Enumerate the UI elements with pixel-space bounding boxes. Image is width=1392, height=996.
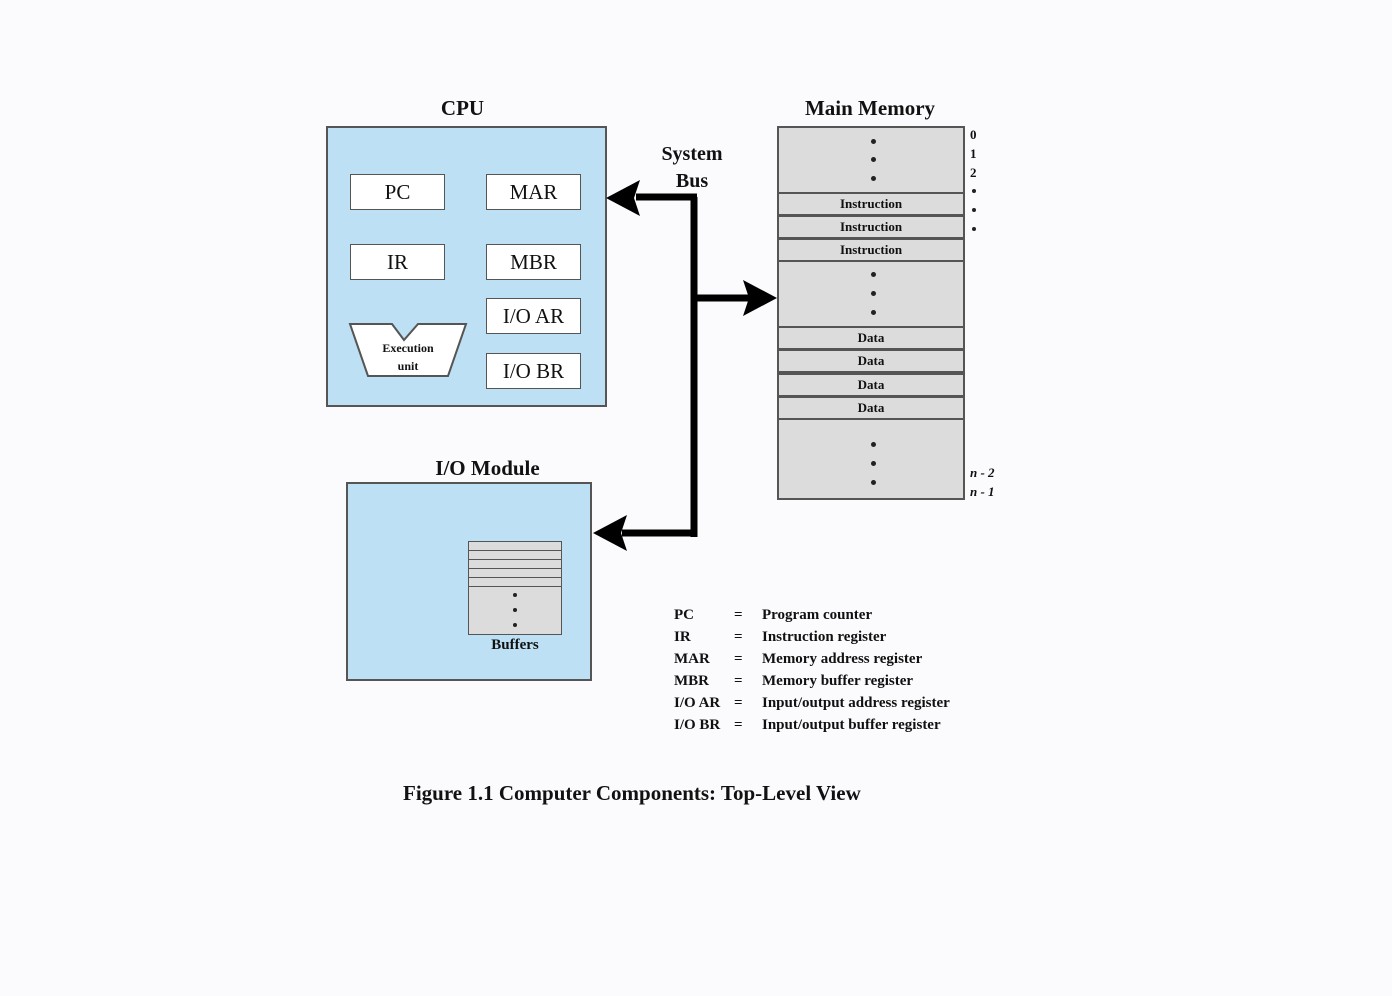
arrow-to-memory — [743, 280, 777, 316]
memory-instruction-cell: Instruction — [779, 238, 963, 262]
arrow-to-cpu — [606, 180, 640, 216]
legend-abbr: I/O BR — [674, 717, 721, 733]
main-memory: Instruction Instruction Instruction Data… — [777, 126, 965, 500]
figure-caption: Figure 1.1 Computer Components: Top-Leve… — [403, 781, 861, 805]
memory-dot — [871, 272, 876, 277]
legend-equals: = — [734, 607, 743, 623]
legend-row: PC = Program counter — [674, 607, 1004, 627]
legend-definition: Input/output address register — [762, 695, 950, 711]
legend-abbr: I/O AR — [674, 695, 721, 711]
address-dot — [972, 227, 976, 231]
register-io-br: I/O BR — [486, 353, 581, 389]
buffer-dot — [513, 593, 517, 597]
memory-dot — [871, 442, 876, 447]
cpu-title: CPU — [440, 96, 485, 120]
memory-address-n-1: n - 1 — [970, 484, 995, 499]
memory-data-cell: Data — [779, 326, 963, 350]
legend-definition: Memory buffer register — [762, 673, 914, 689]
memory-dot — [871, 139, 876, 144]
legend-row: I/O AR = Input/output address register — [674, 695, 1004, 715]
io-module-title: I/O Module — [435, 456, 540, 480]
memory-instruction-cell: Instruction — [779, 192, 963, 216]
buffer-dot — [513, 608, 517, 612]
memory-dot — [871, 310, 876, 315]
legend-row: MAR = Memory address register — [674, 651, 1004, 671]
memory-address-1: 1 — [970, 146, 977, 161]
legend-row: I/O BR = Input/output buffer register — [674, 717, 1004, 737]
buffers-label: Buffers — [491, 637, 539, 653]
legend-abbr: PC — [674, 607, 694, 623]
memory-data-cell: Data — [779, 349, 963, 373]
legend-equals: = — [734, 651, 743, 667]
memory-dot — [871, 176, 876, 181]
buffer-dot — [513, 623, 517, 627]
memory-instruction-cell: Instruction — [779, 215, 963, 239]
memory-dot — [871, 480, 876, 485]
system-bus-label: System Bus — [661, 143, 723, 192]
legend-equals: = — [734, 629, 743, 645]
arrow-to-io — [593, 515, 627, 551]
legend-definition: Input/output buffer register — [762, 717, 941, 733]
memory-address-0: 0 — [970, 127, 977, 142]
legend-equals: = — [734, 717, 743, 733]
address-dot — [972, 189, 976, 193]
io-buffers — [468, 541, 562, 635]
register-ir: IR — [350, 244, 445, 280]
legend-equals: = — [734, 695, 743, 711]
memory-dot — [871, 157, 876, 162]
memory-title: Main Memory — [804, 96, 936, 120]
register-pc: PC — [350, 174, 445, 210]
legend-definition: Program counter — [762, 607, 873, 623]
memory-address-n-2: n - 2 — [970, 465, 995, 480]
register-mbr: MBR — [486, 244, 581, 280]
memory-data-cell: Data — [779, 396, 963, 420]
legend-row: IR = Instruction register — [674, 629, 1004, 649]
io-module-panel: Buffers — [346, 482, 592, 681]
cpu-panel: PC MAR IR MBR I/O AR I/O BR Execution un… — [326, 126, 607, 407]
register-mar: MAR — [486, 174, 581, 210]
legend-definition: Memory address register — [762, 651, 923, 667]
memory-dot — [871, 291, 876, 296]
memory-data-cell: Data — [779, 373, 963, 397]
legend-abbr: MAR — [674, 651, 710, 667]
memory-dot — [871, 461, 876, 466]
legend-definition: Instruction register — [762, 629, 887, 645]
execution-unit-label: Execution unit — [382, 341, 434, 373]
legend-row: MBR = Memory buffer register — [674, 673, 1004, 693]
register-io-ar: I/O AR — [486, 298, 581, 334]
legend-abbr: MBR — [674, 673, 709, 689]
legend-equals: = — [734, 673, 743, 689]
address-dot — [972, 208, 976, 212]
memory-address-2: 2 — [970, 165, 977, 180]
execution-unit-shape — [348, 323, 468, 377]
legend-abbr: IR — [674, 629, 691, 645]
legend: PC = Program counter IR = Instruction re… — [674, 607, 1004, 742]
